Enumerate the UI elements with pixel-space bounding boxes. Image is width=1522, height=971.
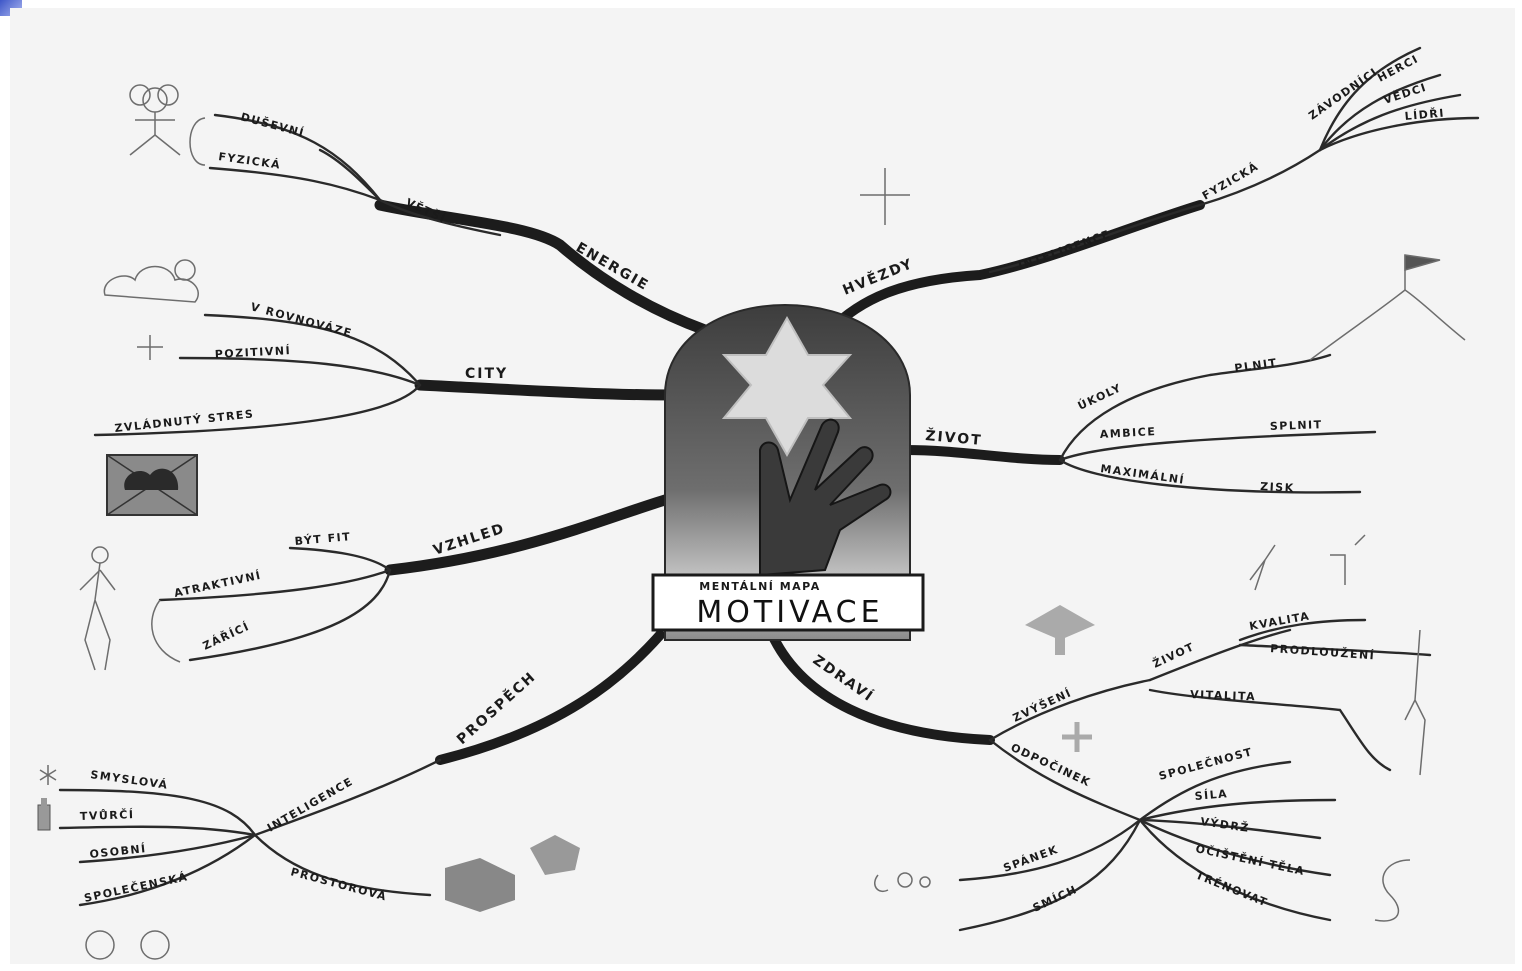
plus-icon [137,335,163,360]
branch-energie-line [374,199,711,336]
twig-zdravi-vitalita [1148,688,1392,772]
zivot-sub-splnit: SPLNIT [1270,418,1323,433]
twig-prospech-tvurci [58,825,257,837]
twig-zdravi-zvyseni [988,678,1152,742]
city-sub-pozitivni: POZITIVNÍ [214,344,291,361]
zdravi-sub-vydrz: VÝDRŽ [1200,815,1251,835]
hand-icon [759,418,892,577]
mountain-flag-icon [1309,254,1466,361]
twig-hvezdy-lidri [1318,116,1480,152]
twig-zdravi-ocisteni [1138,818,1332,877]
prospech-sub-prostorova: PROSTOROVÁ [289,865,388,903]
prospech-sub-tvurci: TVŮRČÍ [80,808,135,823]
zdravi-sub-sila: SÍLA [1194,787,1229,803]
branch-city-label: CITY [465,366,508,382]
twig-prospech-prostorova [253,833,432,897]
star-icon [721,315,853,458]
cloud-sun-icon [103,259,199,303]
twig-hvezdy-vedci [1318,93,1462,152]
twig-zdravi-vydrz [1138,818,1322,840]
storm-cloud-icon [106,454,198,516]
branch-vzhled-line [384,494,671,576]
vzhled-sub-zarici: ZÁŘÍCÍ [201,620,252,653]
twig-energie-vetsi [318,148,502,237]
bracket-vzhled [151,599,181,663]
prospech-sub-intelligence: INTELIGENCE [265,775,356,835]
twig-zdravi-trenovat [1138,818,1332,922]
twig-vzhled-zarici [188,568,392,662]
twig-prospech-spolecenska [78,833,257,907]
branch-zivot-line [900,445,1065,465]
plus-small-icon [1062,722,1092,752]
zdravi-sub-odpocinek: ODPOČINEK [1009,741,1093,789]
branch-zdravi-line [765,625,995,745]
twig-city-rovnovaha [203,313,422,387]
climber-icon [1404,629,1426,776]
sparkle-icon [860,168,910,225]
asterisk-icon [39,765,57,785]
twig-zdravi-zivot [1148,628,1292,682]
sleeping-face-icon [874,872,931,892]
twig-city-stres [93,383,422,437]
twig-hvezdy-herci [1318,73,1442,152]
twig-hvezdy-fyzicka [1198,148,1322,207]
prospech-sub-osobni: OSOBNÍ [89,842,147,861]
twig-zivot-ukoly [1058,353,1332,462]
zdravi-sub-spolecnost: SPOLEČNOST [1157,745,1254,783]
bottle-icon [37,798,51,831]
twig-vzhled-fit [288,546,392,572]
twig-zdravi-odpocinek [988,738,1142,822]
runner-figure-icon [79,546,116,671]
twig-zdravi-spanek [958,818,1142,882]
vzhled-sub-fit: BÝT FIT [294,530,352,548]
cube-icon [445,835,580,912]
twig-prospech-osobni [78,833,257,864]
twig-zdravi-kvalita [1238,618,1367,642]
zivot-sub-plnit: PLNIT [1234,356,1279,375]
twig-prospech-smyslova [58,788,257,837]
branch-prospech-line [435,630,665,765]
twig-zivot-maximalni [1058,458,1362,494]
prospech-sub-spolecenska: SPOLEČENSKÁ [83,870,190,905]
twig-city-pozitivni [178,356,422,387]
branch-zivot-label: ŽIVOT [925,427,984,449]
center-title-box [651,573,925,632]
branch-city-line [414,379,681,401]
tree-figure-icon [129,84,181,156]
center-subtitle: MENTÁLNÍ MAPA [699,580,821,593]
twig-hvezdy-zavodnici [1318,46,1422,152]
zdravi-sub-vitalita: VITALITA [1190,688,1256,703]
twig-energie-fyzicka [208,166,382,202]
twig-zivot-ambice [1058,430,1377,462]
hat-icon [1025,605,1095,655]
hvezdy-sub-intelligence: INTELIGENCE [1017,227,1113,272]
zivot-sub-zisk: ZISK [1260,480,1295,495]
athletes-icon [1249,534,1366,591]
prospech-sub-smyslova: SMYSLOVÁ [90,768,170,792]
center-image [664,303,911,641]
faces-icon [85,930,170,960]
snake-icon [1374,859,1411,922]
hvezdy-sub-lidri: LÍDŘI [1404,107,1445,123]
zdravi-sub-smich: SMÍCH [1031,883,1080,915]
energie-sub-dusevni: DUŠEVNÍ [239,110,306,140]
hvezdy-sub-zavodnici: ZÁVODNÍCI [1306,65,1380,122]
bracket-energie [189,117,206,166]
hvezdy-sub-fyzicka: FYZICKÁ [1200,160,1261,203]
twig-zdravi-sila [1138,798,1337,822]
zdravi-sub-prodlouzeni: PRODLOUŽENÍ [1270,642,1376,662]
twig-prospech-intelligence [253,758,442,837]
twig-vzhled-atraktivni [158,568,392,602]
twig-energie-dusevni [213,113,382,202]
center-title: MOTIVACE [696,595,883,630]
zdravi-sub-zivot: ŽIVOT [1151,640,1197,671]
twig-zdravi-prodlouzeni [1238,643,1432,657]
twig-hvezdy-intelligence [988,203,1202,274]
zivot-sub-ambice: AMBICE [1099,425,1156,441]
twig-zdravi-smich [958,818,1142,932]
zdravi-sub-trenovat: TRÉNOVAT [1194,869,1270,910]
zivot-sub-ukoly: ÚKOLY [1076,381,1124,413]
twig-zdravi-spolecnost [1138,760,1292,822]
